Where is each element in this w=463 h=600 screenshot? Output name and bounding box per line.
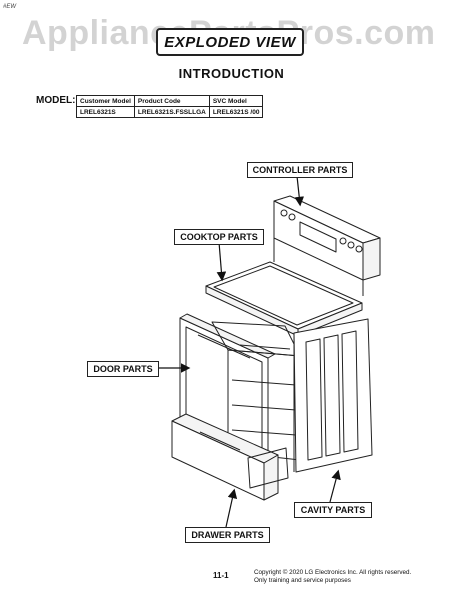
drawer-drawing xyxy=(171,413,289,501)
controller-parts-callout: CONTROLLER PARTS xyxy=(247,162,353,178)
copyright-text: Copyright © 2020 LG Electronics Inc. All… xyxy=(254,569,412,576)
cooktop-drawing xyxy=(205,261,363,337)
cabinet-side-drawing xyxy=(293,318,373,473)
model-table-row: LREL6321S LREL6321S.FSSLLGA LREL6321S /0… xyxy=(76,106,264,118)
model-table: Customer Model Product Code SVC Model LR… xyxy=(76,95,264,118)
model-table-header-row: Customer Model Product Code SVC Model xyxy=(76,95,264,107)
page-number: 11-1 xyxy=(213,571,229,580)
control-panel-drawing xyxy=(273,195,381,296)
footer-text: Copyright © 2020 LG Electronics Inc. All… xyxy=(254,569,411,585)
page-title-banner: EXPLODED VIEW xyxy=(156,28,304,56)
callout-label: COOKTOP PARTS xyxy=(180,232,258,242)
svc-model-cell: LREL6321S /00 xyxy=(208,106,264,118)
callout-label: CAVITY PARTS xyxy=(300,505,366,515)
model-label: MODEL: xyxy=(36,95,76,106)
callout-label: CONTROLLER PARTS xyxy=(252,165,348,175)
door-parts-callout: DOOR PARTS xyxy=(87,361,159,377)
cooktop-parts-callout: COOKTOP PARTS xyxy=(174,229,264,245)
usage-note: Only training and service purposes xyxy=(254,577,351,584)
drawer-parts-callout: DRAWER PARTS xyxy=(185,527,270,543)
section-title: INTRODUCTION xyxy=(178,66,285,81)
cavity-parts-callout: CAVITY PARTS xyxy=(294,502,372,518)
callout-label: DOOR PARTS xyxy=(93,364,153,374)
product-code-cell: LREL6321S.FSSLLGA xyxy=(133,106,210,118)
page-title: EXPLODED VIEW xyxy=(164,33,296,51)
corner-mark: #EW xyxy=(3,4,17,10)
callout-label: DRAWER PARTS xyxy=(191,530,264,540)
